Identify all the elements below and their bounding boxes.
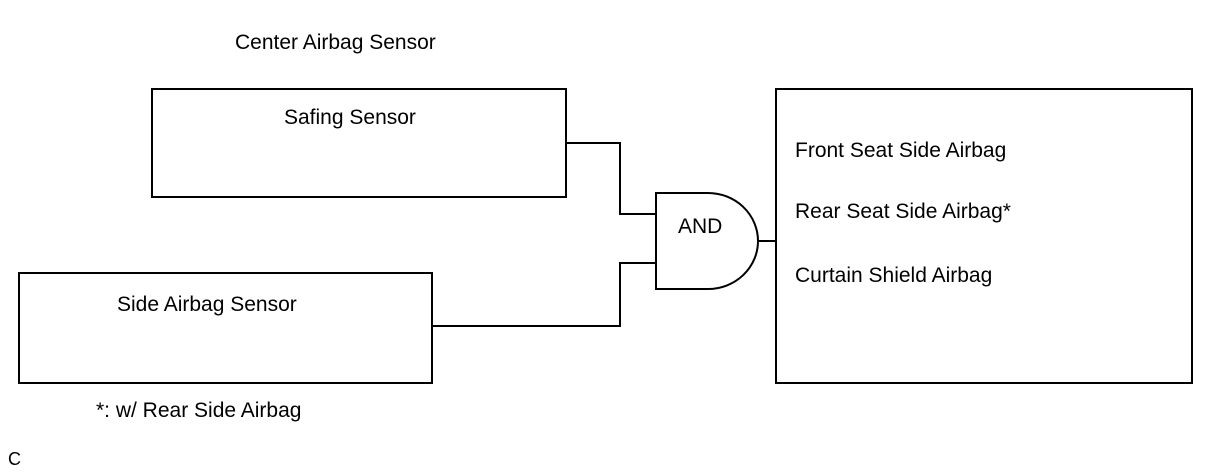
safing-sensor-label: Safing Sensor xyxy=(284,106,416,129)
output-rear-seat-side-airbag: Rear Seat Side Airbag* xyxy=(795,200,1011,223)
and-gate-label: AND xyxy=(678,215,723,238)
side-airbag-sensor-block: Side Airbag Sensor xyxy=(18,272,433,384)
output-front-seat-side-airbag: Front Seat Side Airbag xyxy=(795,139,1007,162)
side-airbag-sensor-label: Side Airbag Sensor xyxy=(117,293,297,316)
and-gate-symbol xyxy=(655,192,759,290)
safing-sensor-wire xyxy=(566,142,656,215)
corner-code: C xyxy=(8,449,21,469)
output-curtain-shield-airbag: Curtain Shield Airbag xyxy=(795,264,993,287)
diagram-title: Center Airbag Sensor xyxy=(235,31,436,54)
footnote: *: w/ Rear Side Airbag xyxy=(96,399,302,422)
side-airbag-sensor-wire xyxy=(432,262,656,327)
safing-sensor-block: Safing Sensor xyxy=(151,88,567,198)
airbag-outputs-block: Front Seat Side Airbag Rear Seat Side Ai… xyxy=(775,88,1193,384)
